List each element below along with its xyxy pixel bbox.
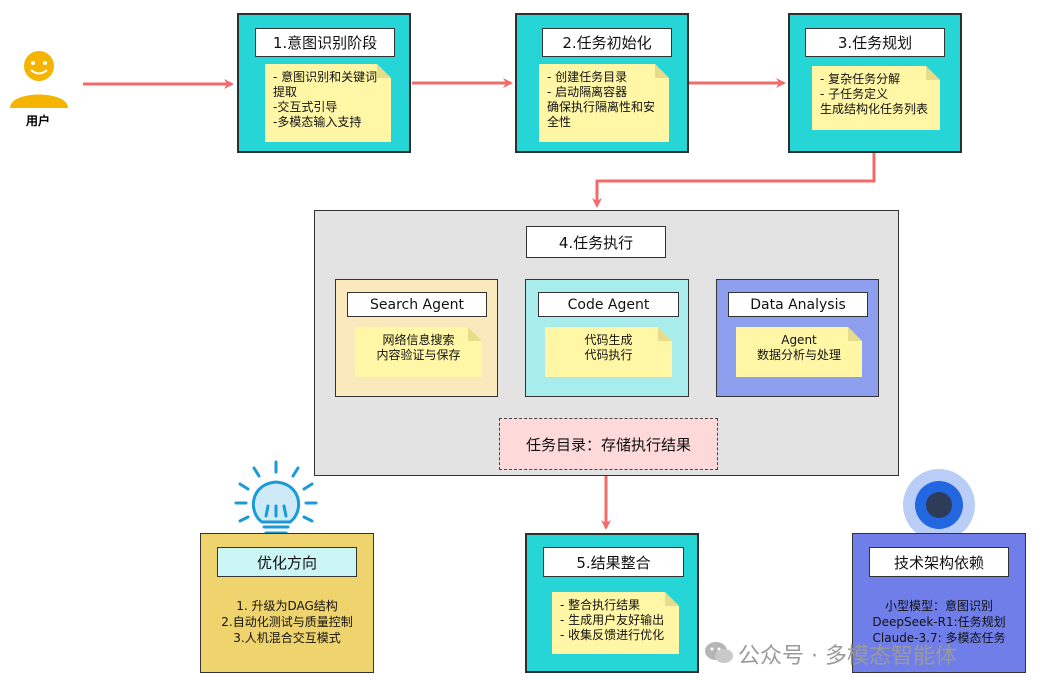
user-avatar-icon (8, 46, 70, 112)
task-directory-storage: 任务目录：存储执行结果 (499, 418, 718, 470)
optimization-line: 2.自动化测试与质量控制 (221, 615, 353, 629)
tech-line: DeepSeek-R1:任务规划 (872, 615, 1006, 629)
stage-2-note: - 创建任务目录 - 启动隔离容器 确保执行隔离性和安 全性 (539, 64, 669, 142)
note-line: - 收集反馈进行优化 (560, 628, 665, 642)
stage-1-note: - 意图识别和关键词 提取 -交互式引导 -多模态输入支持 (265, 64, 391, 142)
note-line: -交互式引导 (273, 100, 338, 114)
note-line: - 启动隔离容器 (547, 85, 628, 99)
code-agent-title: Code Agent (538, 292, 679, 317)
note-line: 代码生成 (584, 333, 633, 347)
note-line: - 生成用户友好输出 (560, 613, 665, 627)
wechat-icon (704, 640, 734, 666)
user-label: 用户 (25, 114, 50, 128)
stage-5-note: - 整合执行结果 - 生成用户友好输出 - 收集反馈进行优化 (552, 592, 679, 654)
note-line: - 整合执行结果 (560, 598, 641, 612)
note-line: 网络信息搜索 (382, 333, 455, 347)
note-line: - 子任务定义 (820, 87, 889, 101)
note-line: 数据分析与处理 (756, 348, 841, 362)
search-agent-note: 网络信息搜索 内容验证与保存 (355, 327, 482, 377)
note-line: - 复杂任务分解 (820, 72, 901, 86)
tech-line: Claude-3.7: 多模态任务 (872, 631, 1006, 645)
optimization-title: 优化方向 (217, 547, 357, 577)
note-line: Agent (781, 333, 817, 347)
optimization-list: 1. 升级为DAG结构 2.自动化测试与质量控制 3.人机混合交互模式 (204, 598, 370, 646)
note-line: 提取 (273, 85, 298, 99)
stage-3-title: 3.任务规划 (805, 28, 945, 57)
watermark-text: 公众号 · 多模态智能体 (738, 644, 957, 669)
note-line: 生成结构化任务列表 (820, 102, 929, 116)
search-agent-title: Search Agent (347, 292, 487, 317)
optimization-line: 1. 升级为DAG结构 (236, 599, 338, 613)
note-line: 全性 (547, 115, 572, 129)
stage-3-note: - 复杂任务分解 - 子任务定义 生成结构化任务列表 (812, 66, 940, 130)
stage-1-title: 1.意图识别阶段 (255, 28, 395, 57)
stage-5-title: 5.结果整合 (543, 547, 684, 577)
note-line: -多模态输入支持 (273, 115, 362, 129)
tech-line: 小型模型：意图识别 (884, 599, 993, 613)
code-agent-note: 代码生成 代码执行 (545, 327, 672, 377)
data-analysis-agent-title: Data Analysis (728, 292, 868, 317)
stage-2-title: 2.任务初始化 (542, 28, 672, 57)
data-analysis-agent-note: Agent 数据分析与处理 (736, 327, 862, 377)
note-line: 内容验证与保存 (376, 348, 461, 362)
note-line: 代码执行 (584, 348, 633, 362)
note-line: - 意图识别和关键词 (273, 70, 378, 84)
note-line: 确保执行隔离性和安 (547, 100, 656, 114)
tech-list: 小型模型：意图识别 DeepSeek-R1:任务规划 Claude-3.7: 多… (856, 598, 1022, 646)
execution-title: 4.任务执行 (526, 226, 666, 258)
tech-title: 技术架构依赖 (869, 547, 1009, 577)
arrow-stage3-to-execution (592, 153, 876, 208)
lightbulb-icon (234, 460, 318, 535)
optimization-line: 3.人机混合交互模式 (233, 631, 341, 645)
target-icon (903, 469, 975, 541)
note-line: - 创建任务目录 (547, 70, 628, 84)
